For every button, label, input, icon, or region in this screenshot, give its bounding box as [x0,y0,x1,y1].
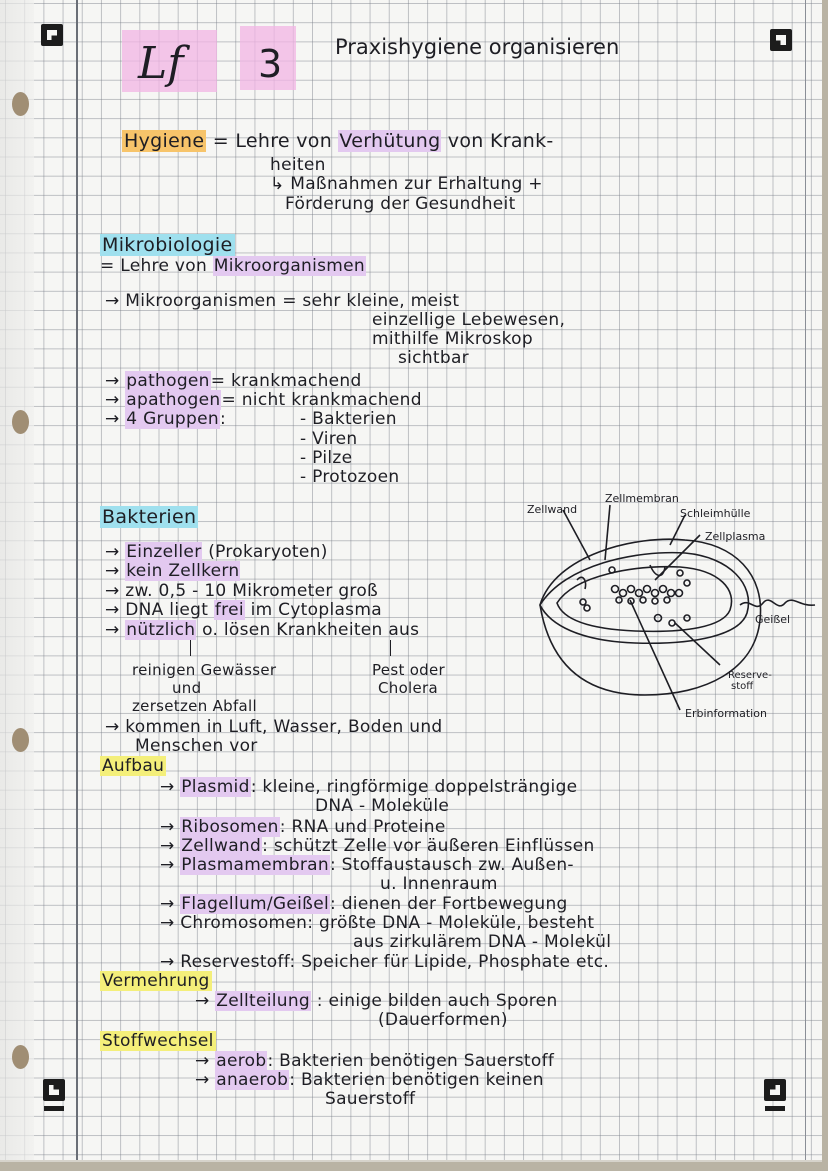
apathogen-item: → apathogen= nicht krankmachend [105,390,422,410]
disease-text: Pest oder [372,661,445,679]
mikrobiologie-definition: = Lehre von Mikroorganismen [100,256,366,276]
title-highlight [240,26,296,90]
branch-line [190,640,191,656]
page-edge-shadow [0,0,34,1160]
hygiene-def-cont: heiten [270,155,326,175]
disease-text: Cholera [378,679,439,697]
flagellum [739,599,816,608]
gruppen-list-item: - Viren [300,429,358,449]
section-heading-vermehrung: Vermehrung [100,971,212,991]
useful-text: zersetzen Abfall [132,697,257,715]
mikroorganismen-cont: mithilfe Mikroskop [372,329,533,349]
mikroorganismen-item: → Mikroorganismen = sehr kleine, meist [105,291,460,311]
aufbau-item: → Reservestoff: Speicher für Lipide, Pho… [160,952,610,972]
gruppen-list-item: - Bakterien [300,409,397,429]
aufbau-item-cont: aus zirkulärem DNA - Molekül [353,932,612,952]
bakterien-bullet: → nützlich o. lösen Krankheiten aus [105,620,420,640]
learning-field-number: 3 [258,42,283,86]
mikroorganismen-cont: sichtbar [398,348,469,368]
hygiene-sub-1: ↳ Maßnahmen zur Erhaltung + [270,174,543,194]
punch-hole [12,410,29,434]
aufbau-item: → Flagellum/Geißel: dienen der Fortbeweg… [160,894,568,914]
occurrence-text: Menschen vor [135,736,258,756]
aufbau-item: → Zellwand: schützt Zelle vor äußeren Ei… [160,836,595,856]
vermehrung-cont: (Dauerformen) [378,1010,508,1030]
aufbau-item-cont: DNA - Moleküle [315,796,450,816]
aufbau-item: → Chromosomen: größte DNA - Moleküle, be… [160,913,595,933]
title-highlight [122,30,217,92]
gruppen-list-item: - Pilze [300,448,353,468]
bakterien-bullet: → DNA liegt frei im Cytoplasma [105,600,382,620]
cell-wall-outline [539,551,750,645]
section-heading-aufbau: Aufbau [100,756,167,776]
bakterien-bullet: → zw. 0,5 - 10 Mikrometer groß [105,581,379,601]
scan-corner-marker-icon [770,29,792,51]
scan-corner-marker-icon [764,1079,786,1101]
right-margin-line [805,0,806,1160]
label-reservestoff: Reserve- [728,670,772,681]
label-zellmembran: Zellmembran [605,492,679,505]
margin-line [76,0,78,1160]
label-zellwand: Zellwand [527,503,577,516]
mikroorganismen-cont: einzellige Lebewesen, [372,310,566,330]
branch-line [390,640,391,656]
stoffwechsel-item: → anaerob: Bakterien benötigen keinen [195,1070,544,1090]
punch-hole [12,92,29,116]
bakterien-bullet: → Einzeller (Prokaryoten) [105,542,328,562]
label-schleimhuelle: Schleimhülle [680,507,751,520]
scan-marker-bar [44,1106,64,1111]
label-erbinformation: Erbinformation [685,707,767,720]
section-heading-stoffwechsel: Stoffwechsel [100,1031,216,1051]
punch-hole [12,728,29,752]
aufbau-item: → Plasmamembran: Stoffaustausch zw. Auße… [160,855,574,875]
scan-corner-marker-icon [43,1079,65,1101]
pathogen-item: → pathogen= krankmachend [105,371,362,391]
label-geissel: Geißel [755,613,790,626]
hygiene-sub-2: Förderung der Gesundheit [285,194,516,214]
gruppen-item: → 4 Gruppen: [105,409,226,429]
dna-cluster [610,584,684,605]
useful-text: und [172,679,202,697]
stoffwechsel-cont: Sauerstoff [325,1089,416,1109]
bakterien-bullet: → kein Zellkern [105,561,241,581]
label-reservestoff-2: stoff [731,681,754,692]
stoffwechsel-item: → aerob: Bakterien benötigen Sauerstoff [195,1051,555,1071]
membrane-outline [556,565,733,633]
capsule-outline [539,538,762,696]
aufbau-item: → Plasmid: kleine, ringförmige doppelstr… [160,777,578,797]
gruppen-list-item: - Protozoen [300,467,400,487]
section-heading-bakterien: Bakterien [100,506,199,528]
hygiene-definition: Hygiene = Lehre von Verhütung von Krank- [122,130,554,152]
scan-marker-bar [765,1106,785,1111]
useful-text: reinigen Gewässer [132,661,277,679]
punch-hole [12,1045,29,1069]
section-heading-mikrobiologie: Mikrobiologie [100,234,235,256]
occurrence-text: → kommen in Luft, Wasser, Boden und [105,717,443,737]
scan-corner-marker-icon [41,24,63,46]
aufbau-item: → Ribosomen: RNA und Proteine [160,817,446,837]
page-title: Praxishygiene organisieren [335,35,620,59]
learning-field-label: Lf [138,38,184,89]
bacterium-diagram: Zellwand Zellmembran Schleimhülle Zellpl… [527,492,816,720]
label-zellplasma: Zellplasma [705,530,765,543]
vermehrung-item: → Zellteilung : einige bilden auch Spore… [195,991,558,1011]
hygiene-term: Hygiene [122,130,207,152]
aufbau-item-cont: u. Innenraum [380,874,498,894]
